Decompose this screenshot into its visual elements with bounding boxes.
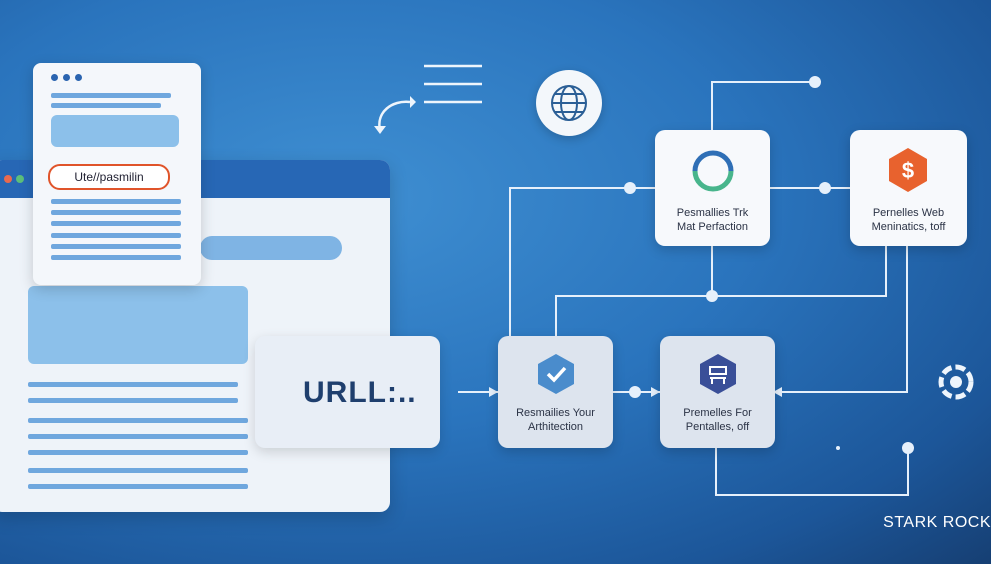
content-line	[28, 450, 248, 455]
content-line	[51, 244, 181, 249]
node-top-right: $ Pernelles Web Meninatics, toff	[850, 130, 967, 246]
content-line	[28, 398, 238, 403]
node-label-line2: Pentalles, off	[685, 421, 750, 433]
window-dot-red	[4, 175, 12, 183]
circular-arrows-icon	[692, 150, 734, 192]
content-line	[28, 418, 248, 423]
node-bottom-right: Premelles For Pentalles, off	[660, 336, 775, 448]
address-bar	[200, 236, 342, 260]
seat-icon	[700, 354, 736, 394]
content-line	[28, 382, 238, 387]
content-line	[28, 434, 248, 439]
window-dot	[63, 74, 70, 81]
content-line	[51, 103, 161, 108]
node-label-line1: Pesmallies Trk	[676, 207, 749, 219]
node-label-line2: Meninatics, toff	[871, 221, 946, 233]
node-label-line2: Mat Perfaction	[677, 221, 748, 233]
node-bottom-left: Resmailies Your Arthitection	[498, 336, 613, 448]
url-card-text: URLL:..	[303, 376, 417, 409]
window-dot	[51, 74, 58, 81]
header-block	[51, 115, 179, 147]
url-card: URLL:..	[255, 336, 440, 448]
dollar-badge-icon: $	[889, 148, 927, 192]
node-label-line1: Pernelles Web	[872, 207, 945, 219]
node-label-line2: Arthitection	[527, 421, 584, 433]
content-line	[51, 210, 181, 215]
node-label-line1: Premelles For	[683, 407, 752, 419]
settings-gear-icon	[938, 364, 974, 400]
shield-check-icon	[538, 354, 574, 394]
globe-icon	[536, 70, 602, 136]
content-line	[28, 468, 248, 473]
content-line	[28, 484, 248, 489]
window-dot	[75, 74, 82, 81]
hamburger-icon	[424, 64, 482, 104]
hero-block	[28, 286, 248, 364]
content-line	[51, 199, 181, 204]
content-line	[51, 255, 181, 260]
content-line	[51, 221, 181, 226]
url-pill: Ute//pasmilin	[48, 164, 170, 190]
brand-logo: STARK ROCK	[883, 514, 991, 531]
curved-arrow-icon	[374, 96, 416, 134]
node-top-center: Pesmallies Trk Mat Perfaction	[655, 130, 770, 246]
content-line	[51, 233, 181, 238]
svg-text:$: $	[902, 158, 914, 183]
window-dot-green	[16, 175, 24, 183]
content-line	[51, 93, 171, 98]
node-label-line1: Resmailies Your	[516, 407, 595, 419]
